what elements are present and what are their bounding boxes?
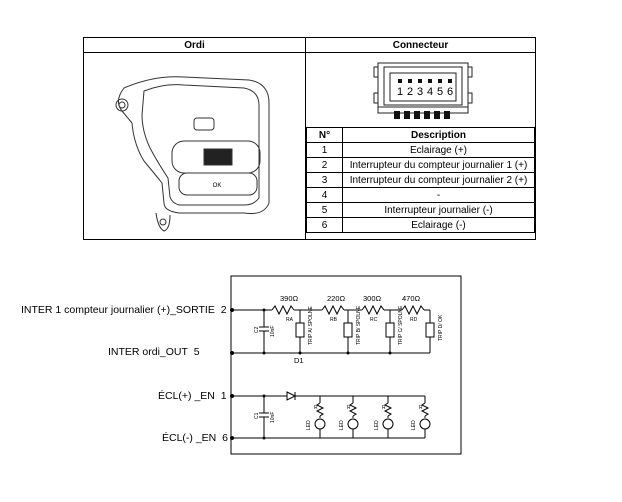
switch-a [295,322,305,338]
pin-desc: Eclairage (-) [342,217,535,233]
pin-header-description: Description [342,127,535,143]
resistor-value-ra: 390Ω [280,294,299,303]
switch-c [385,322,395,338]
led-res-label: R [347,405,351,411]
led-res-label: R [314,405,318,411]
label-inter1: INTER 1 compteur journalier (+)_SORTIE 2 [21,304,227,316]
led-label: LED [374,420,380,430]
label-inter-out: INTER ordi_OUT 5 [108,346,200,358]
connector-pin-label-2: 2 [407,86,413,98]
switch-d [425,322,435,338]
col-header-connecteur: Connecteur [305,37,536,53]
resistor-rd [401,304,425,316]
pin-desc: Interrupteur journalier (-) [342,202,535,218]
label-ecl-plus: ÉCL(+) _EN 1 [158,390,227,402]
schematic-border [230,275,462,455]
connector-pin-label-6: 6 [447,86,453,98]
led-resistor [420,402,430,417]
connector-pin-label-1: 1 [397,86,403,98]
pin-desc: Interrupteur du compteur journalier 2 (+… [342,172,535,188]
switch-label-d: TRIP D/ OK [438,314,444,341]
pin-no: 2 [306,157,343,173]
pin-desc: Interrupteur du compteur journalier 1 (+… [342,157,535,173]
table-row: 4- [306,187,535,203]
led-label: LED [411,420,417,430]
led-resistor [348,402,358,417]
resistor-ref-rd: RD [410,317,418,323]
led-resistor [315,402,325,417]
pin-no: 5 [306,202,343,218]
cap-top-label: C2 [254,326,260,333]
resistor-ref-ra: RA [286,317,294,323]
led-resistor [383,402,393,417]
resistor-rb [321,304,345,316]
connector-icon: 1 2 3 4 5 6 [373,62,473,119]
led-res-label: R [382,405,386,411]
diode-d1 [286,391,297,401]
led [314,418,326,430]
led [419,418,431,430]
connector-pin-label-4: 4 [427,86,433,98]
label-ecl-minus: ÉCL(-) _EN 6 [162,432,228,444]
pin-desc: Eclairage (+) [342,142,535,158]
pin-no: 1 [306,142,343,158]
resistor-ref-rb: RB [330,317,338,323]
resistor-value-rc: 300Ω [363,294,382,303]
pin-no: 4 [306,187,343,203]
cap-top-value: 10nF [270,326,276,337]
spec-table: Ordi Connecteur OK [83,37,536,240]
connector-pin-label-3: 3 [417,86,423,98]
ordi-cell: OK [83,52,306,240]
connector-drawing-area: 1 2 3 4 5 6 [306,53,535,127]
switch-label-c: TRIP C/ SPOLNE [398,305,404,345]
pin-header-no: N° [306,127,343,143]
circuit-schematic: 390Ω 220Ω 300Ω 470Ω D1 RA RB RC RD C2 10… [230,275,462,455]
resistor-ra [271,304,295,316]
resistor-value-rb: 220Ω [327,294,346,303]
cap-bottom-label: C1 [254,412,260,419]
cap-bottom-value: 10nF [270,412,276,423]
pin-no: 6 [306,217,343,233]
resistor-value-rd: 470Ω [402,294,421,303]
switch-label-b: TRIP B/ SPOLNE [356,305,362,345]
diode-label: D1 [294,356,304,365]
pin-desc: - [342,187,535,203]
led-label: LED [306,420,312,430]
pin-no: 3 [306,172,343,188]
col-header-ordi: Ordi [83,37,306,53]
led [347,418,359,430]
led-label: LED [339,420,345,430]
led-res-label: R [419,405,423,411]
switch-b [343,322,353,338]
led [382,418,394,430]
resistor-ref-rc: RC [370,317,378,323]
steering-switch-drawing: OK [115,76,270,232]
switch-label-a: TRIP A/ SPOLNE [308,306,314,345]
switch-label: OK [213,183,222,189]
resistor-rc [361,304,385,316]
connector-pin-label-5: 5 [437,86,443,98]
